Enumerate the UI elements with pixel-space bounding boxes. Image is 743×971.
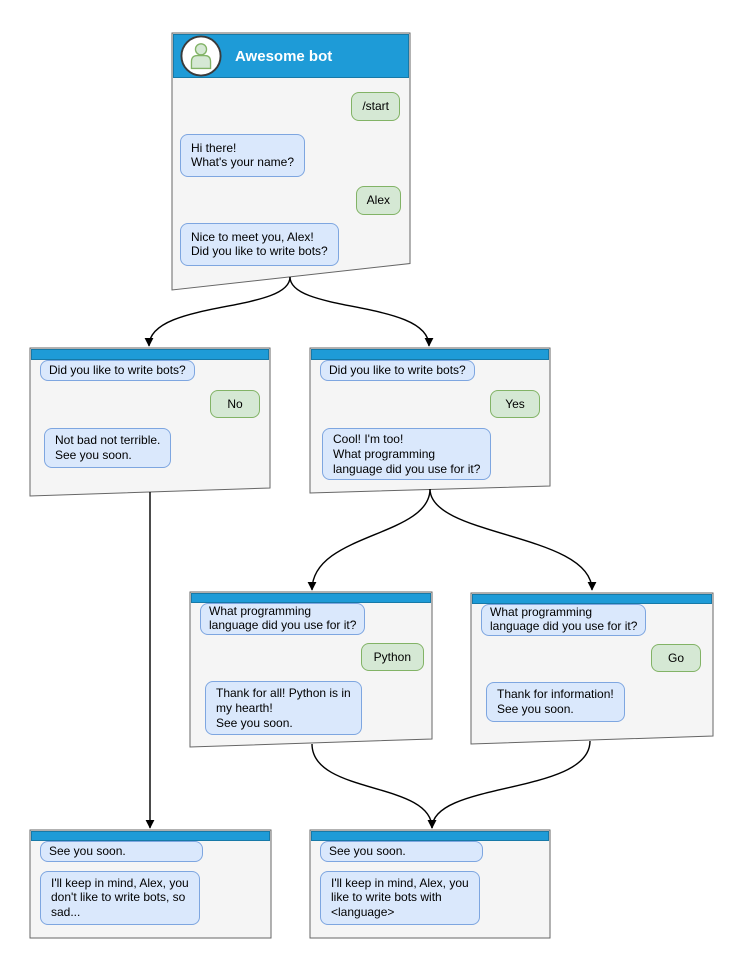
edge-branch-python-to-end-yes bbox=[311, 743, 437, 829]
bot-message-bubble: Cool! I'm too! What programming language… bbox=[322, 428, 492, 481]
user-message-bubble: Go bbox=[651, 643, 701, 673]
bot-message-bubble: Hi there! What's your name? bbox=[180, 133, 306, 177]
edge-main-to-branch-no bbox=[144, 276, 291, 347]
branch-no-titlebar bbox=[31, 349, 269, 360]
edge-branch-yes-to-branch-python bbox=[307, 488, 431, 591]
bot-message-bubble: Did you like to write bots? bbox=[320, 360, 475, 381]
bot-message-bubble: I'll keep in mind, Alex, you don't like … bbox=[40, 870, 200, 925]
branch-yes-titlebar bbox=[311, 349, 549, 360]
edge-branch-yes-to-branch-go bbox=[429, 488, 597, 591]
edge-branch-go-to-end-yes bbox=[427, 740, 591, 829]
bot-message-bubble: What programming language did you use fo… bbox=[481, 604, 647, 636]
branch-go-titlebar bbox=[472, 594, 712, 604]
chat-window-end-yes: See you soon. I'll keep in mind, Alex, y… bbox=[311, 841, 549, 925]
user-message-bubble: Yes bbox=[490, 389, 540, 419]
chat-window-end-no: See you soon. I'll keep in mind, Alex, y… bbox=[31, 841, 270, 925]
bot-message-bubble: Did you like to write bots? bbox=[40, 360, 195, 381]
user-message-bubble: No bbox=[210, 389, 260, 419]
bot-message-bubble: Nice to meet you, Alex! Did you like to … bbox=[180, 222, 339, 266]
bot-message-bubble: Thank for information! See you soon. bbox=[486, 682, 625, 722]
chat-window-branch-go: What programming language did you use fo… bbox=[472, 604, 712, 722]
main-window-titlebar: Awesome bot bbox=[173, 34, 409, 78]
edge-main-to-branch-yes bbox=[289, 276, 434, 347]
bot-message-bubble: Thank for all! Python is in my hearth! S… bbox=[205, 681, 362, 736]
bot-message-bubble: Not bad not terrible. See you soon. bbox=[44, 428, 172, 468]
user-message-bubble: /start bbox=[351, 92, 400, 121]
bot-message-bubble: See you soon. bbox=[320, 841, 483, 862]
branch-python-titlebar bbox=[191, 593, 431, 603]
user-message-bubble: Alex bbox=[355, 185, 401, 215]
chat-window-branch-yes: Did you like to write bots? Yes Cool! I'… bbox=[311, 360, 549, 481]
chat-window-main: /start Hi there! What's your name? Alex … bbox=[173, 78, 409, 266]
user-message-bubble: Python bbox=[360, 642, 424, 672]
bot-title: Awesome bot bbox=[235, 47, 333, 65]
end-yes-titlebar bbox=[311, 831, 549, 841]
chat-window-branch-no: Did you like to write bots? No Not bad n… bbox=[31, 360, 269, 468]
bot-message-bubble: I'll keep in mind, Alex, you like to wri… bbox=[320, 870, 480, 925]
chat-window-branch-python: What programming language did you use fo… bbox=[191, 603, 431, 736]
bot-message-bubble: See you soon. bbox=[40, 841, 203, 862]
bot-message-bubble: What programming language did you use fo… bbox=[200, 603, 366, 635]
bot-avatar-icon bbox=[180, 35, 222, 77]
end-no-titlebar bbox=[31, 831, 270, 841]
